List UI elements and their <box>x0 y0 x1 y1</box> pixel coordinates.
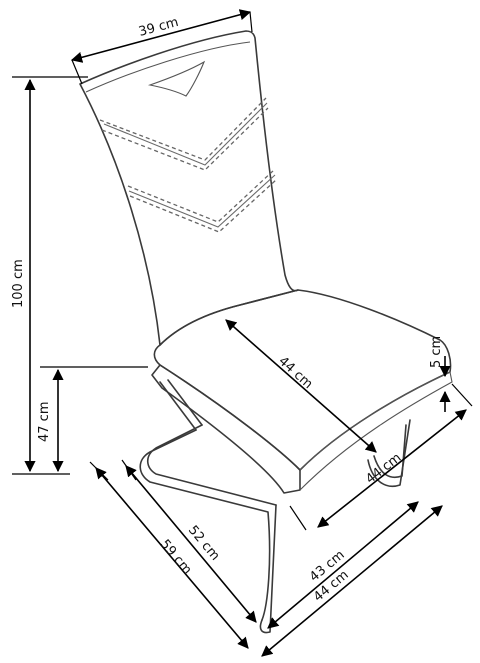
frame-runner-left <box>139 429 271 621</box>
dim-line-backrest-width <box>70 9 252 63</box>
ext-line-backrest-width-left <box>71 59 83 85</box>
ext-line-seat-front-right <box>451 383 473 407</box>
seat-side-outline <box>151 364 301 494</box>
lower-seam-chevron <box>128 174 276 228</box>
lower-stitch-chevron <box>127 169 275 223</box>
handle-cutout <box>147 60 206 97</box>
ext-line-backrest-width-right <box>249 11 253 33</box>
label-overall-depth: 59 cm <box>157 537 195 578</box>
label-seat-depth: 44 cm <box>275 354 315 392</box>
chair-illustration <box>79 30 453 634</box>
label-seat-front-width: 44 cm <box>363 450 404 487</box>
dim-line-base-width <box>267 501 419 629</box>
lower-stitch-chevron-2 <box>129 179 277 233</box>
frame-rear-upright-inner <box>167 379 203 426</box>
label-total-height: 100 cm <box>11 259 26 308</box>
upper-stitch-chevron-2 <box>101 107 269 171</box>
upper-seam-chevron <box>103 102 268 166</box>
dim-line-overall-depth <box>95 467 249 649</box>
ext-line-seat-front-left <box>289 505 307 531</box>
label-seat-height: 47 cm <box>37 402 52 443</box>
label-seat-thickness: 5 cm <box>429 336 444 368</box>
dim-line-base-depth <box>125 465 257 623</box>
upper-stitch-chevron <box>99 97 267 161</box>
dimension-labels: 39 cm 100 cm 47 cm 44 cm 44 cm 5 cm 52 c… <box>11 15 444 605</box>
dim-line-overall-width <box>261 505 443 657</box>
frame-rear-upright <box>159 381 197 431</box>
frame-runner-left-inner <box>146 424 277 506</box>
dimension-lines <box>12 9 473 657</box>
